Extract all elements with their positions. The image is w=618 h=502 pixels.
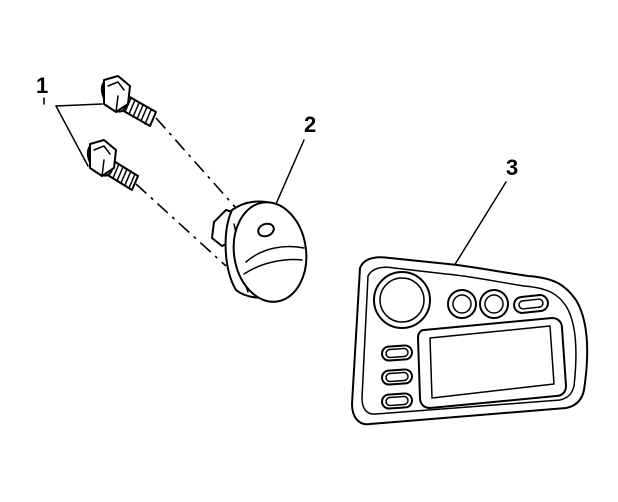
bolt-upper: [100, 75, 157, 127]
callout-1-leaders: [43, 97, 103, 167]
control-bezel: [351, 256, 589, 426]
large-dial: [373, 271, 431, 329]
callout-3: 3: [506, 155, 518, 180]
round-button-1: [447, 289, 477, 319]
callout-2-leader: [275, 139, 305, 205]
callout-3-leader: [453, 181, 507, 267]
callout-1: 1: [36, 73, 48, 98]
callout-2: 2: [304, 112, 316, 137]
display-window: [417, 317, 567, 409]
round-button-2: [479, 289, 509, 319]
alignment-lines: [135, 117, 237, 267]
bolt-lower: [86, 139, 139, 191]
knob: [211, 200, 308, 303]
